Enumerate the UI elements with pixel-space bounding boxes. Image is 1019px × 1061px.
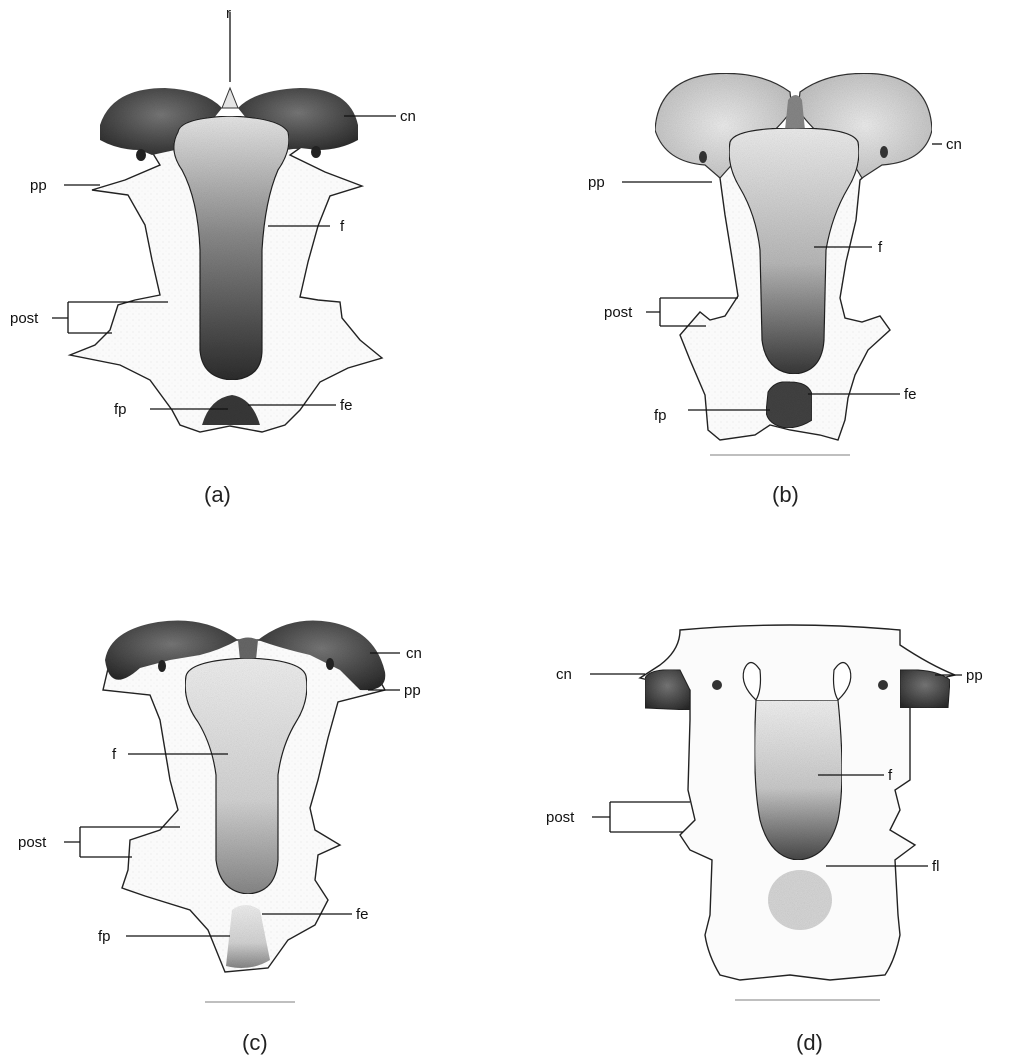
label-b-fp: fp (654, 407, 667, 424)
panel-b-fenestra (766, 382, 812, 428)
caption-b: (b) (772, 482, 799, 507)
panel-a-foramen-left (136, 149, 146, 161)
label-c-post: post (18, 834, 47, 851)
panel-a: r cn pp f post fp fe (a) (10, 5, 416, 507)
panel-d-cornu-left (645, 670, 690, 710)
caption-a: (a) (204, 482, 231, 507)
panel-c-foramen-left (158, 660, 166, 672)
panel-a-rostrum (222, 88, 238, 108)
label-c-fp: fp (98, 928, 111, 945)
label-d-post: post (546, 809, 575, 826)
label-d-pp: pp (966, 667, 983, 684)
caption-d: (d) (796, 1030, 823, 1055)
label-d-cn: cn (556, 666, 572, 683)
label-b-post: post (604, 304, 633, 321)
label-c-f: f (112, 746, 117, 763)
label-c-pp: pp (404, 682, 421, 699)
label-c-cn: cn (406, 645, 422, 662)
panel-b: cn pp f post fp fe (b) (588, 73, 962, 507)
label-d-fl: fl (932, 858, 940, 875)
panel-b-foramen-left (699, 151, 707, 163)
panel-b-foramen-right (880, 146, 888, 158)
panel-d-foramen-left (712, 680, 722, 690)
panel-d: pp cn f post fl (d) (546, 625, 983, 1055)
label-a-r: r (226, 5, 231, 22)
label-c-fe: fe (356, 906, 369, 923)
caption-c: (c) (242, 1030, 268, 1055)
panel-c-foramen-right (326, 658, 334, 670)
label-b-f: f (878, 239, 883, 256)
panel-a-foramen-right (311, 146, 321, 158)
label-a-fp: fp (114, 401, 127, 418)
label-b-pp: pp (588, 174, 605, 191)
panel-c: cn pp f post fe fp (c) (18, 620, 422, 1055)
panel-d-fossa (768, 870, 832, 930)
label-a-pp: pp (30, 177, 47, 194)
panel-d-fontanelle (755, 700, 842, 860)
panel-d-foramen-right (878, 680, 888, 690)
label-b-cn: cn (946, 136, 962, 153)
panel-c-bridge (238, 638, 258, 661)
label-a-post: post (10, 310, 39, 327)
label-b-fe: fe (904, 386, 917, 403)
label-a-cn: cn (400, 108, 416, 125)
label-a-f: f (340, 218, 345, 235)
label-a-fe: fe (340, 397, 353, 414)
